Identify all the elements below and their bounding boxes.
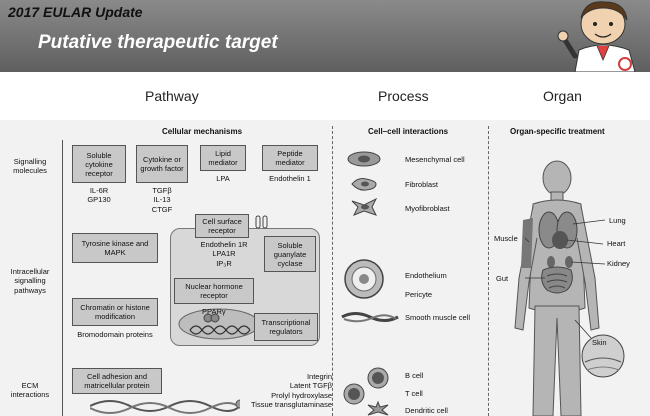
peptide-items: Endothelin 1: [269, 174, 311, 183]
row-ecm-interactions: ECM interactions: [10, 381, 50, 400]
label-mesenchymal-cell: Mesenchymal cell: [405, 155, 465, 164]
row-divider: [62, 140, 63, 416]
header-subtitle: 2017 EULAR Update: [8, 4, 143, 20]
column-process: Process: [378, 88, 429, 104]
box-transcriptional-regulators: Transcriptional regulators: [254, 313, 318, 341]
myofibroblast-icon: [351, 197, 378, 216]
label-t-cell: T cell: [405, 389, 423, 398]
fibroblast-icon: [351, 178, 377, 191]
header-banner: [0, 0, 650, 72]
label-myofibroblast: Myofibroblast: [405, 204, 450, 213]
box-chromatin-histone: Chromatin or histone modification: [72, 298, 158, 326]
label-gut: Gut: [496, 274, 509, 283]
box-soluble-cytokine-receptor: Soluble cytokine receptor: [72, 145, 126, 183]
label-smooth-muscle-cell: Smooth muscle cell: [405, 313, 471, 322]
dendritic-cell-icon: [367, 400, 389, 416]
box-soluble-guanylate-cyclase: Soluble guanylate cyclase: [264, 236, 316, 272]
nucleus-icon: [178, 308, 260, 340]
bromodomain-label: Bromodomain proteins: [77, 330, 153, 339]
human-body-figure: [514, 160, 625, 416]
t-cell-icon: [343, 383, 365, 405]
b-cell-icon: [367, 367, 389, 389]
doctor-cartoon: [557, 1, 636, 72]
column-pathway: Pathway: [145, 88, 199, 104]
box-cytokine-growth-factor: Cytokine or growth factor: [136, 145, 188, 183]
membrane-receptor-icon: [255, 215, 268, 229]
smooth-muscle-cell-icon: [341, 312, 399, 323]
row-signalling-molecules: Signalling molecules: [13, 157, 47, 176]
label-dendritic-cell: Dendritic cell: [405, 406, 448, 415]
ppar-label: PPARγ: [202, 307, 226, 316]
section-cellular-mechanisms: Cellular mechanisms: [162, 127, 243, 136]
column-organ: Organ: [543, 88, 582, 104]
collagen-fibre-icon: [90, 399, 240, 414]
label-fibroblast: Fibroblast: [405, 180, 438, 189]
column-divider-1: [332, 126, 333, 416]
box-lipid-mediator: Lipid mediator: [200, 145, 246, 171]
soluble-receptor-items: IL-6R GP130: [87, 186, 111, 205]
label-skin: Skin: [592, 338, 607, 347]
label-muscle: Muscle: [494, 234, 518, 243]
label-pericyte: Pericyte: [405, 290, 433, 299]
section-organ-specific: Organ-specific treatment: [510, 127, 605, 136]
section-cell-cell-interactions: Cell–cell interactions: [368, 127, 449, 136]
box-nuclear-hormone-receptor: Nuclear hormone receptor: [174, 278, 254, 304]
row-intracellular-pathways: Intracellular signalling pathways: [10, 267, 50, 295]
box-cell-adhesion: Cell adhesion and matricellular protein: [72, 368, 162, 394]
label-b-cell: B cell: [405, 371, 424, 380]
lipid-items: LPA: [216, 174, 230, 183]
label-heart: Heart: [607, 239, 626, 248]
mesenchymal-cell-icon: [347, 151, 381, 167]
label-endothelium: Endothelium: [405, 271, 447, 280]
label-kidney: Kidney: [607, 259, 630, 268]
header-title: Putative therapeutic target: [38, 32, 278, 53]
ecm-items: Integrin Latent TGFβ Prolyl hydroxylase …: [250, 372, 332, 410]
box-cell-surface-receptor: Cell surface receptor: [195, 214, 249, 238]
box-peptide-mediator: Peptide mediator: [262, 145, 318, 171]
cytokine-items: TGFβ IL-13 CTGF: [151, 186, 173, 214]
label-lung: Lung: [609, 216, 626, 225]
box-tyrosine-kinase: Tyrosine kinase and MAPK: [72, 233, 158, 263]
column-divider-2: [488, 126, 489, 416]
blood-vessel-icon: [344, 259, 384, 299]
surface-receptor-items: Endothelin 1R LPA1R IP₃R: [200, 240, 248, 268]
